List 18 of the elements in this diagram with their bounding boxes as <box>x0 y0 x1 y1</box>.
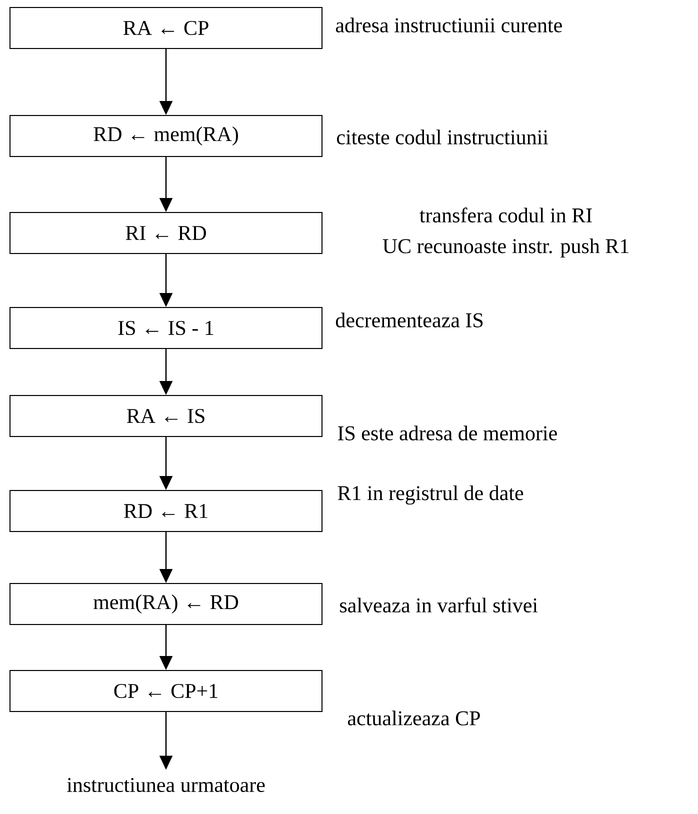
annotation-text: IS este adresa de memorie <box>338 426 557 440</box>
annotation-text: adresa instructiunii curente <box>336 18 562 32</box>
process-box: RA ← CP <box>10 7 322 49</box>
process-box: CP ← CP+1 <box>10 670 322 712</box>
process-box: RD ← mem(RA) <box>10 115 322 157</box>
annotation-text: actualizeaza CP <box>348 710 480 726</box>
process-box: RA ← IS <box>10 395 322 437</box>
annotation-text: decrementeaza IS <box>336 312 483 328</box>
annotation-text: citeste codul instructiunii <box>337 130 548 144</box>
annotation-text: UC recunoaste instr. push R1 <box>382 238 628 258</box>
end-text: instructiunea urmatoare <box>67 778 265 792</box>
process-box: RD ← R1 <box>10 490 322 532</box>
process-box: IS ← IS - 1 <box>10 307 322 349</box>
process-box: RI ← RD <box>10 212 322 254</box>
annotation-text: transfera codul in RI <box>420 208 592 222</box>
annotation-text: salveaza in varful stivei <box>340 598 538 612</box>
annotation-text: R1 in registrul de date <box>338 485 524 505</box>
process-box: mem(RA) ← RD <box>10 583 322 625</box>
